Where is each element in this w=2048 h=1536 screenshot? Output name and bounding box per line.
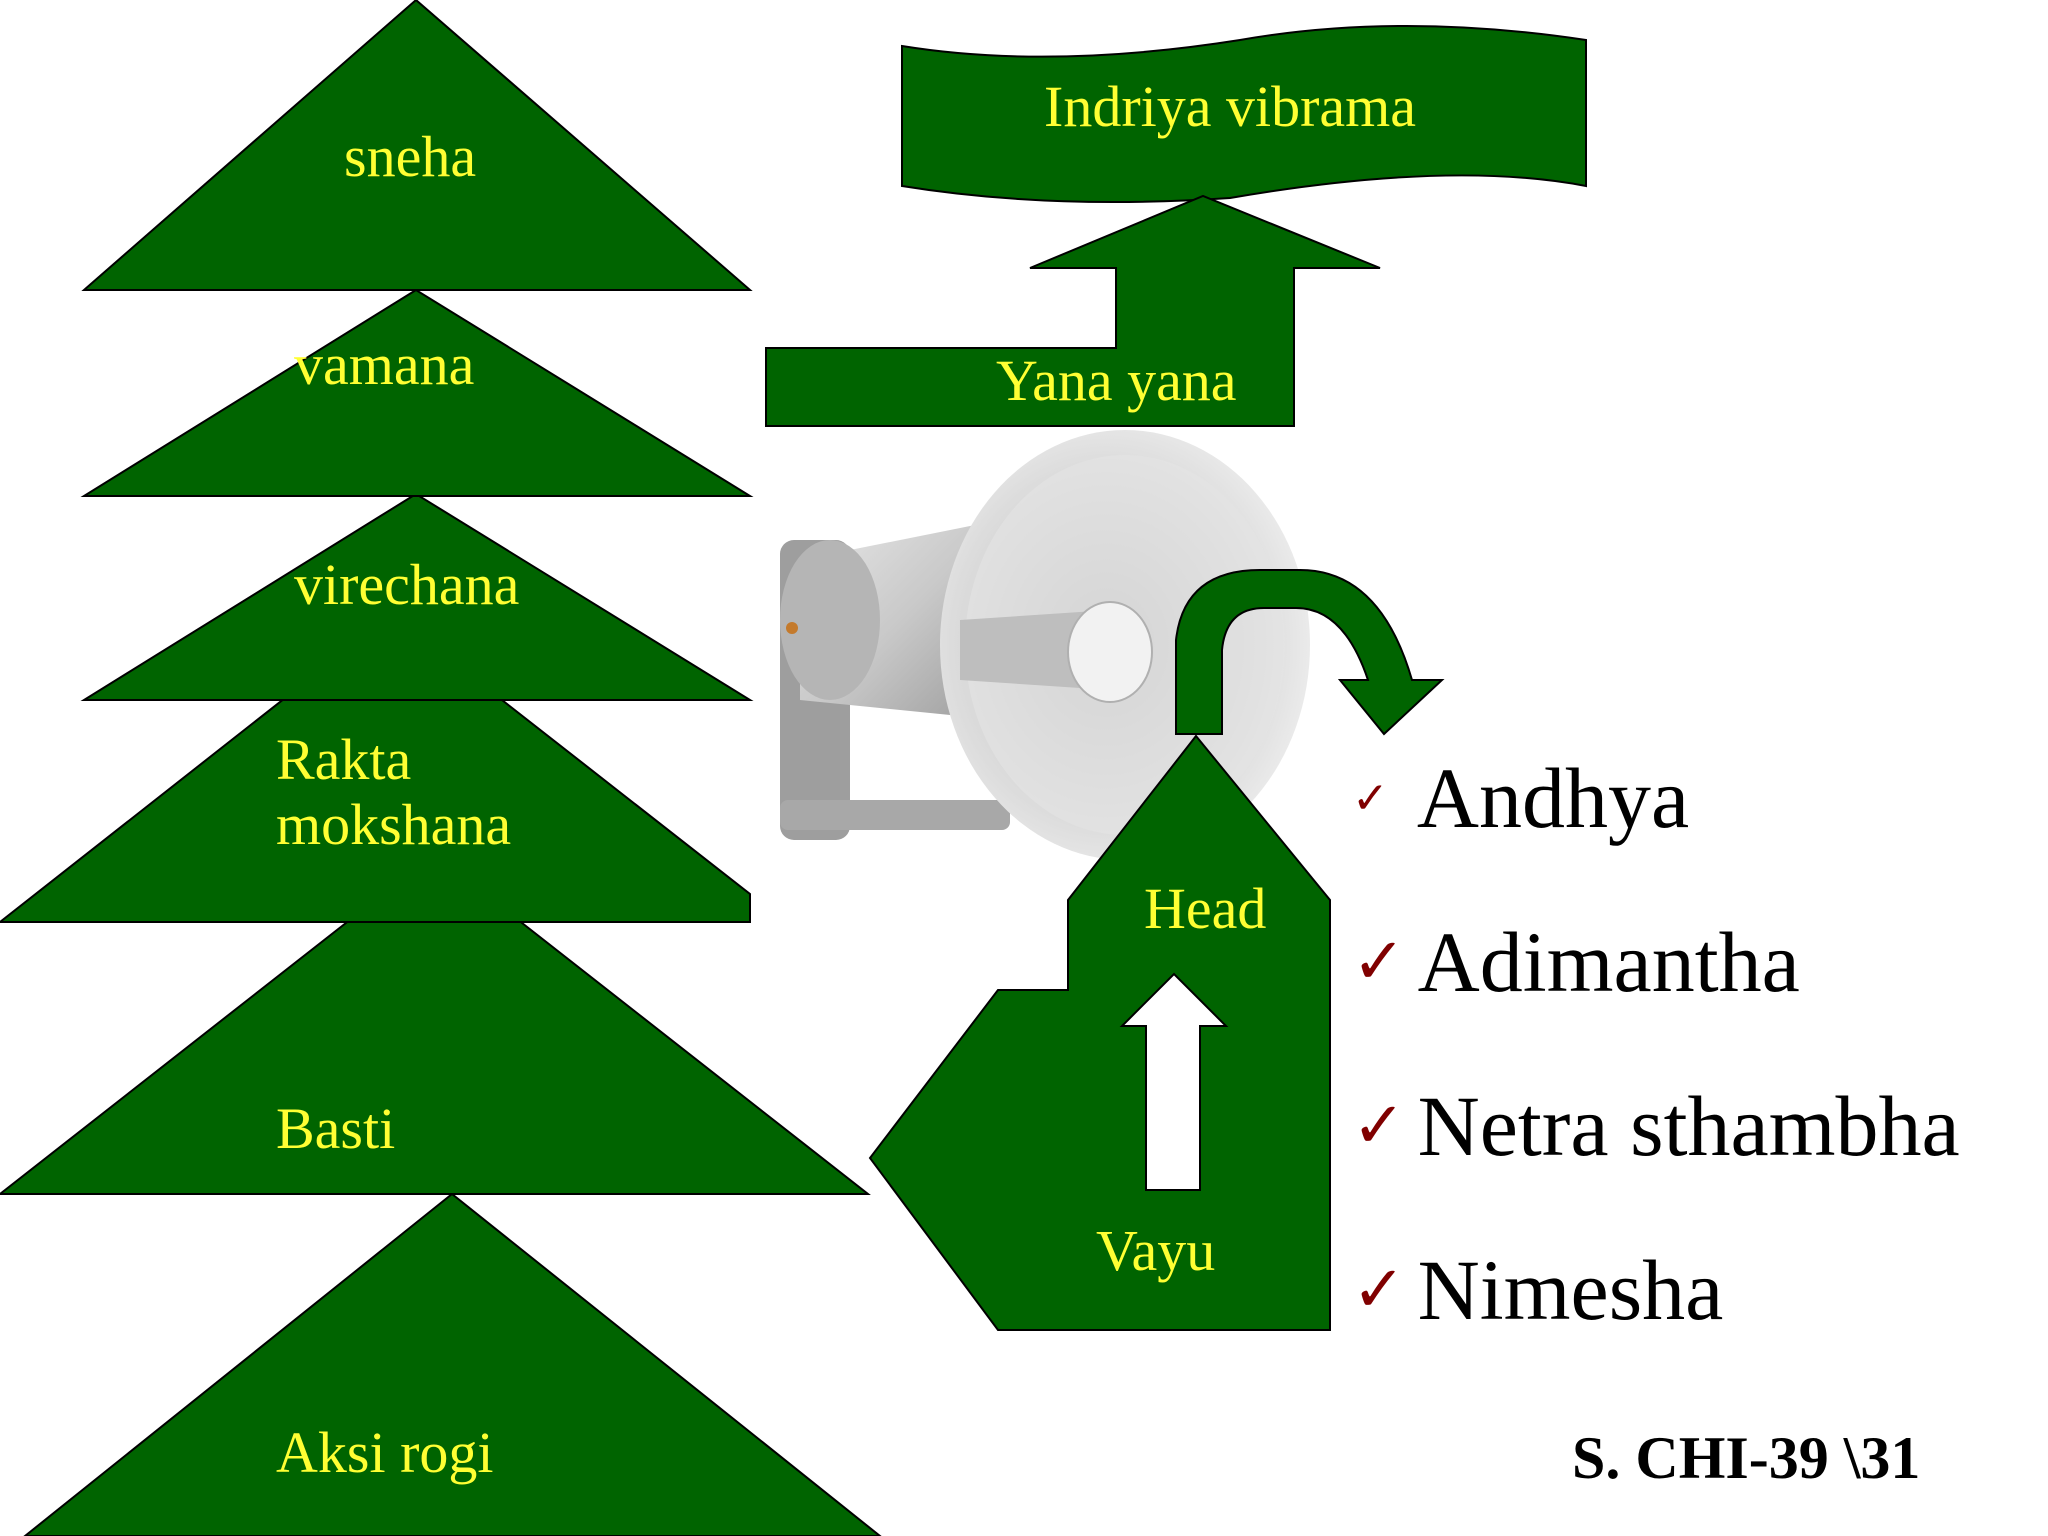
arrow-yana-yana bbox=[765, 194, 1381, 427]
triangle-basti bbox=[0, 852, 871, 1195]
slide-reference: S. CHI-39 \31 bbox=[1572, 1425, 1921, 1491]
label-rakta-mokshana: Rakta mokshana bbox=[276, 727, 512, 858]
symptom-label: Nimesha bbox=[1417, 1242, 1724, 1338]
label-sneha: sneha bbox=[344, 124, 477, 189]
check-icon: ✓ bbox=[1352, 1253, 1406, 1327]
triangle-virechana bbox=[80, 492, 754, 701]
label-basti: Basti bbox=[276, 1096, 396, 1161]
list-item: ✓Nimesha bbox=[1352, 1208, 1960, 1372]
label-aksi-rogi: Aksi rogi bbox=[276, 1420, 494, 1485]
list-item: ✓Netra sthambha bbox=[1352, 1044, 1960, 1208]
label-vayu: Vayu bbox=[1096, 1218, 1216, 1283]
label-virechana: virechana bbox=[294, 552, 520, 617]
label-rakta-line1: Rakta bbox=[276, 727, 412, 792]
symptom-label: Adimantha bbox=[1417, 914, 1800, 1010]
list-item: ✓Adimantha bbox=[1352, 880, 1960, 1044]
check-icon: ✓ bbox=[1352, 925, 1406, 999]
triangle-sneha bbox=[81, 0, 753, 291]
curved-arrow bbox=[1175, 569, 1445, 736]
head-vayu-shape bbox=[868, 734, 1331, 1331]
loudspeaker-image bbox=[780, 430, 1310, 860]
label-rakta-line2: mokshana bbox=[276, 791, 512, 857]
label-indriya-vibrama: Indriya vibrama bbox=[1044, 74, 1417, 139]
symptom-label: Andhya bbox=[1416, 750, 1690, 846]
symptom-label: Netra sthambha bbox=[1417, 1078, 1960, 1174]
symptom-list: ✓Andhya ✓Adimantha ✓Netra sthambha ✓Nime… bbox=[1352, 716, 1960, 1372]
up-arrow bbox=[1119, 972, 1229, 1191]
triangle-vamana bbox=[80, 288, 754, 497]
label-vamana: vamana bbox=[294, 332, 475, 397]
banner-indriya-vibrama bbox=[901, 25, 1587, 203]
label-head: Head bbox=[1144, 876, 1267, 941]
triangle-rakta-mokshana bbox=[0, 612, 751, 923]
check-icon: ✓ bbox=[1352, 1089, 1406, 1163]
check-icon: ✓ bbox=[1352, 772, 1389, 824]
triangle-aksi-rogi bbox=[23, 1192, 882, 1536]
list-item: ✓ Andhya bbox=[1352, 716, 1960, 880]
label-yana-yana: Yana yana bbox=[996, 348, 1237, 413]
